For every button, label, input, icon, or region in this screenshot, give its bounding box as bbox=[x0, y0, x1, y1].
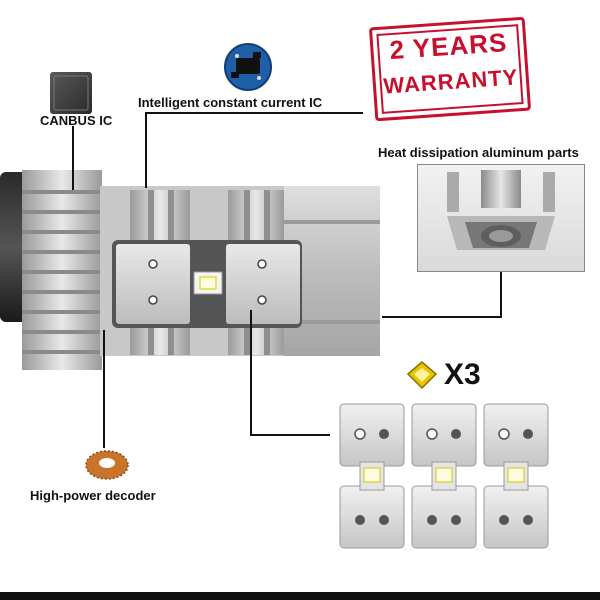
canbus-connector bbox=[72, 126, 74, 190]
warranty-stamp: 2 YEARS WARRANTY bbox=[368, 16, 532, 122]
led-modules-image bbox=[339, 403, 549, 549]
copper-coil-icon bbox=[85, 450, 129, 480]
heat-sink-image bbox=[417, 164, 585, 272]
canbus-chip-icon bbox=[50, 72, 92, 114]
led-bulb-image bbox=[0, 170, 380, 370]
ic-connector-v bbox=[145, 112, 147, 188]
heat-connector-h bbox=[382, 316, 502, 318]
heat-label: Heat dissipation aluminum parts bbox=[378, 145, 579, 160]
led-connector-h bbox=[250, 434, 330, 436]
heat-connector-v bbox=[500, 272, 502, 318]
decoder-label: High-power decoder bbox=[30, 488, 156, 503]
led-chip-icon bbox=[406, 361, 438, 390]
ic-connector-h bbox=[145, 112, 363, 114]
canbus-label: CANBUS IC bbox=[40, 113, 113, 128]
ic-label: Intelligent constant current IC bbox=[138, 95, 323, 110]
bottom-border bbox=[0, 592, 600, 600]
decoder-connector bbox=[103, 330, 105, 448]
ic-board-icon bbox=[224, 43, 272, 91]
led-connector-v bbox=[250, 310, 252, 436]
led-count: X3 bbox=[444, 358, 481, 391]
